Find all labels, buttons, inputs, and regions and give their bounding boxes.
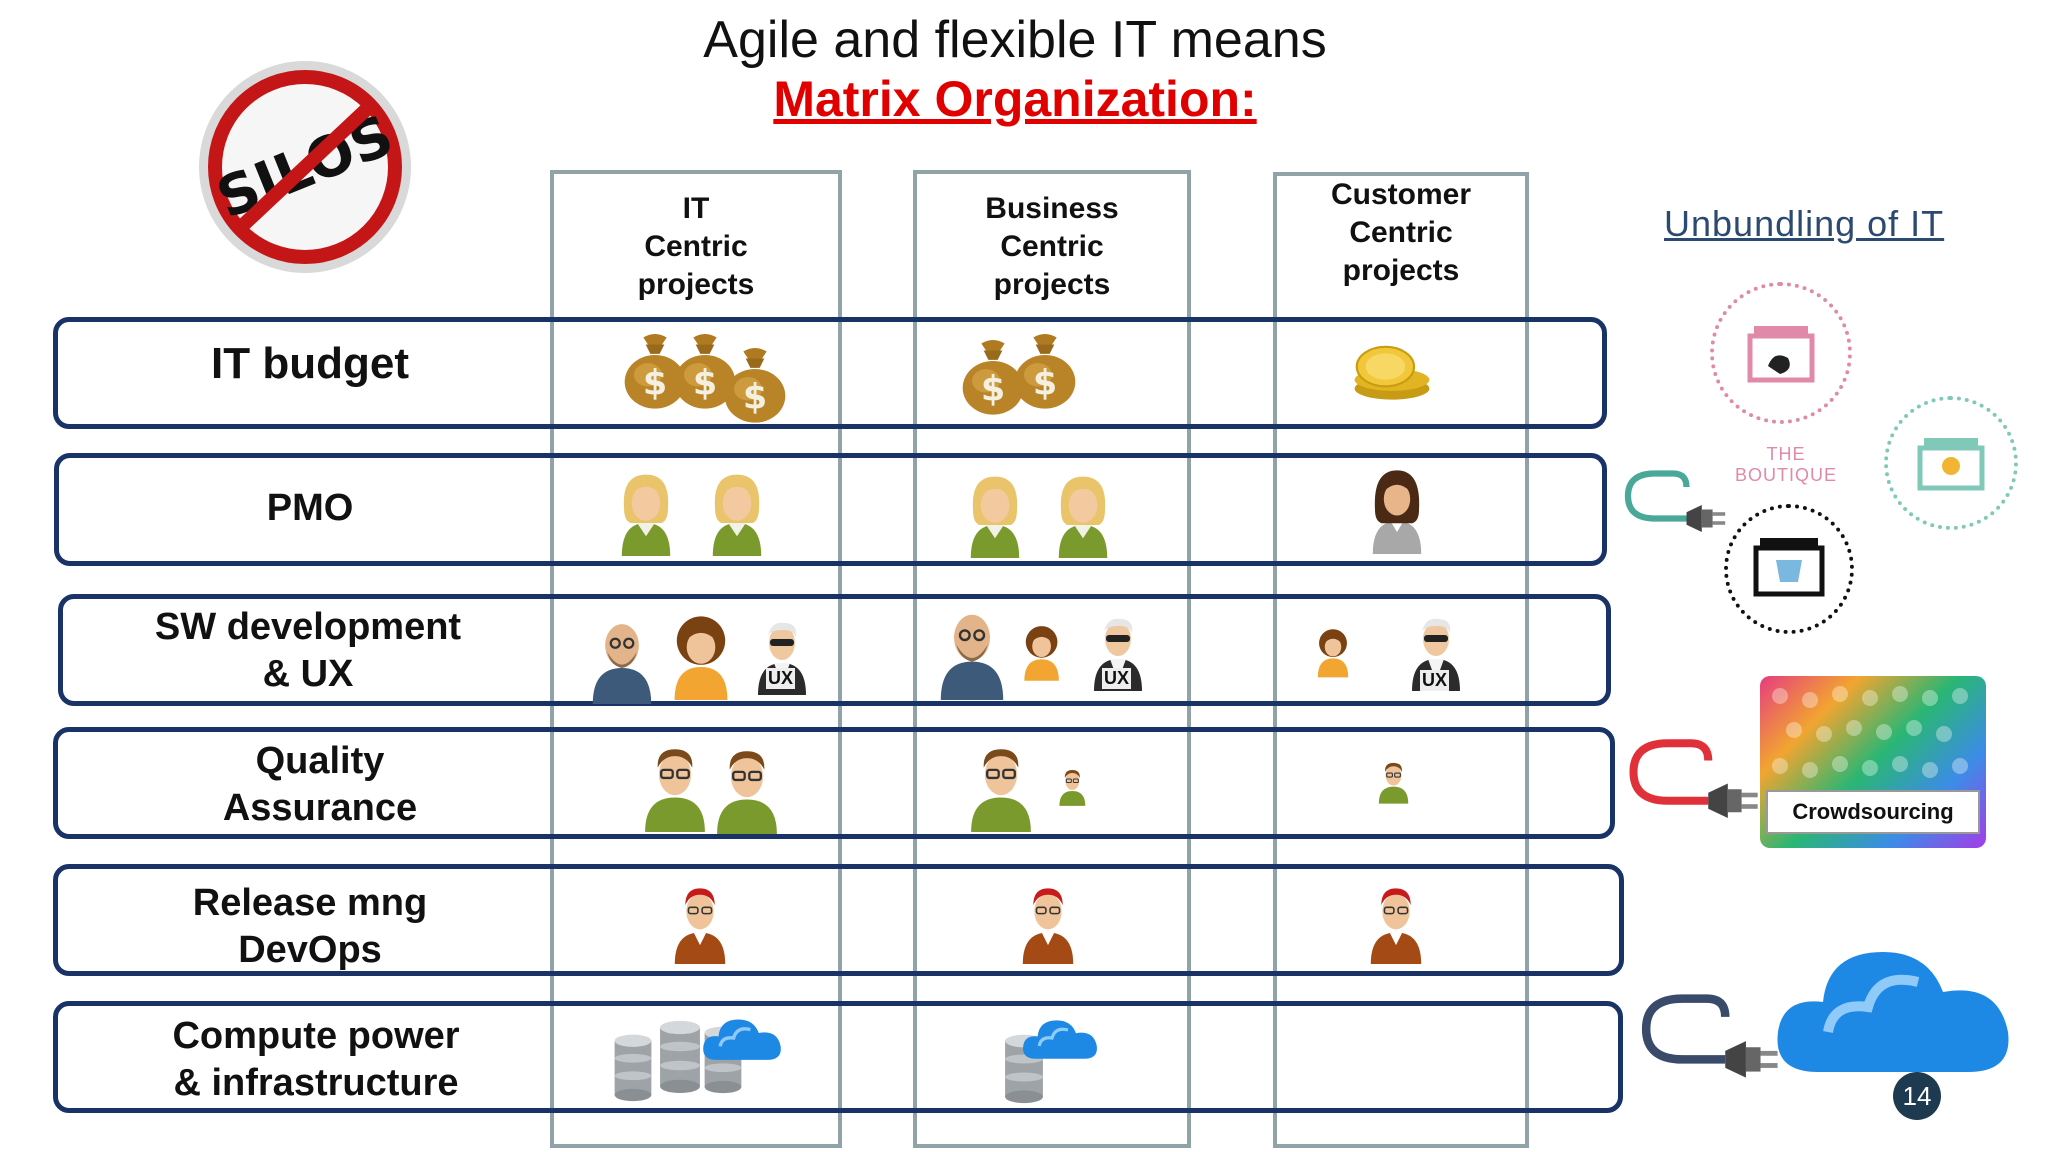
crowdsourcing-label: Crowdsourcing xyxy=(1766,790,1980,834)
devops-engineer-icon xyxy=(668,880,732,964)
column-header-customer: Customer Centric projects xyxy=(1330,178,1472,287)
developer-icon xyxy=(1020,604,1060,700)
store-icon xyxy=(1724,504,1854,634)
boutique-text: THE BOUTIQUE xyxy=(1734,444,1837,485)
ux-badge: UX xyxy=(1102,668,1132,689)
cloud-icon xyxy=(1020,1010,1100,1066)
money-bag-icon xyxy=(720,342,790,424)
developer-icon xyxy=(668,610,734,702)
row-pmo xyxy=(54,453,1607,566)
cloud-icon xyxy=(1768,932,2018,1082)
row-label-release-mng: Release mng DevOps xyxy=(192,882,428,971)
row-release-mng xyxy=(53,864,1624,976)
column-business-centric xyxy=(913,170,1191,1148)
column-customer-centric xyxy=(1273,172,1529,1148)
devops-engineer-icon xyxy=(1016,880,1080,964)
pmo-woman-icon xyxy=(1364,462,1430,558)
red-plug-icon xyxy=(1622,724,1760,820)
page-number-badge: 14 xyxy=(1893,1072,1941,1120)
row-label-quality-assurance: Quality Assurance xyxy=(222,740,418,829)
column-header-business: Business Centric projects xyxy=(985,192,1119,301)
slide-subtitle: Matrix Organization: xyxy=(773,71,1257,127)
developer-icon xyxy=(935,604,1009,700)
row-quality-assurance xyxy=(53,727,1615,839)
database-icon xyxy=(655,1018,705,1094)
pmo-woman-icon xyxy=(704,468,770,556)
money-bag-icon xyxy=(1010,328,1080,410)
row-sw-development xyxy=(58,594,1611,706)
row-label-it-budget: IT budget xyxy=(211,339,409,388)
slide-title: Agile and flexible IT means xyxy=(703,11,1327,69)
boutique-store-icon xyxy=(1710,282,1852,424)
qa-tester-icon xyxy=(640,740,710,832)
developer-icon xyxy=(1352,604,1390,700)
unbundling-title: Unbundling of IT xyxy=(1664,203,1945,244)
row-it-budget xyxy=(53,317,1607,429)
pmo-woman-icon xyxy=(962,470,1028,558)
store-lightbulb-icon xyxy=(1884,396,2018,530)
row-label-compute-power: Compute power & infrastructure xyxy=(172,1015,460,1104)
pmo-woman-icon xyxy=(613,468,679,556)
row-compute-power xyxy=(53,1001,1623,1113)
qa-tester-icon xyxy=(966,740,1036,832)
blue-plug-icon xyxy=(1634,980,1780,1078)
ux-badge: UX xyxy=(766,668,796,689)
database-icon xyxy=(610,1032,656,1102)
no-silos-logo: SILOS xyxy=(196,58,414,276)
qa-tester-icon xyxy=(1406,736,1440,826)
cloud-icon xyxy=(700,1010,784,1066)
qa-tester-icon xyxy=(712,742,782,834)
qa-tester-icon xyxy=(1062,740,1086,832)
ux-badge: UX xyxy=(1420,670,1450,691)
row-label-sw-development: SW development & UX xyxy=(154,606,462,695)
green-plug-icon xyxy=(1618,460,1728,532)
column-it-centric xyxy=(550,170,842,1148)
gold-coins-icon xyxy=(1348,338,1436,404)
row-label-pmo: PMO xyxy=(266,487,354,529)
column-header-it: IT Centric projects xyxy=(637,192,755,301)
pmo-woman-icon xyxy=(1050,470,1116,558)
devops-engineer-icon xyxy=(1364,880,1428,964)
developer-icon xyxy=(588,614,656,704)
